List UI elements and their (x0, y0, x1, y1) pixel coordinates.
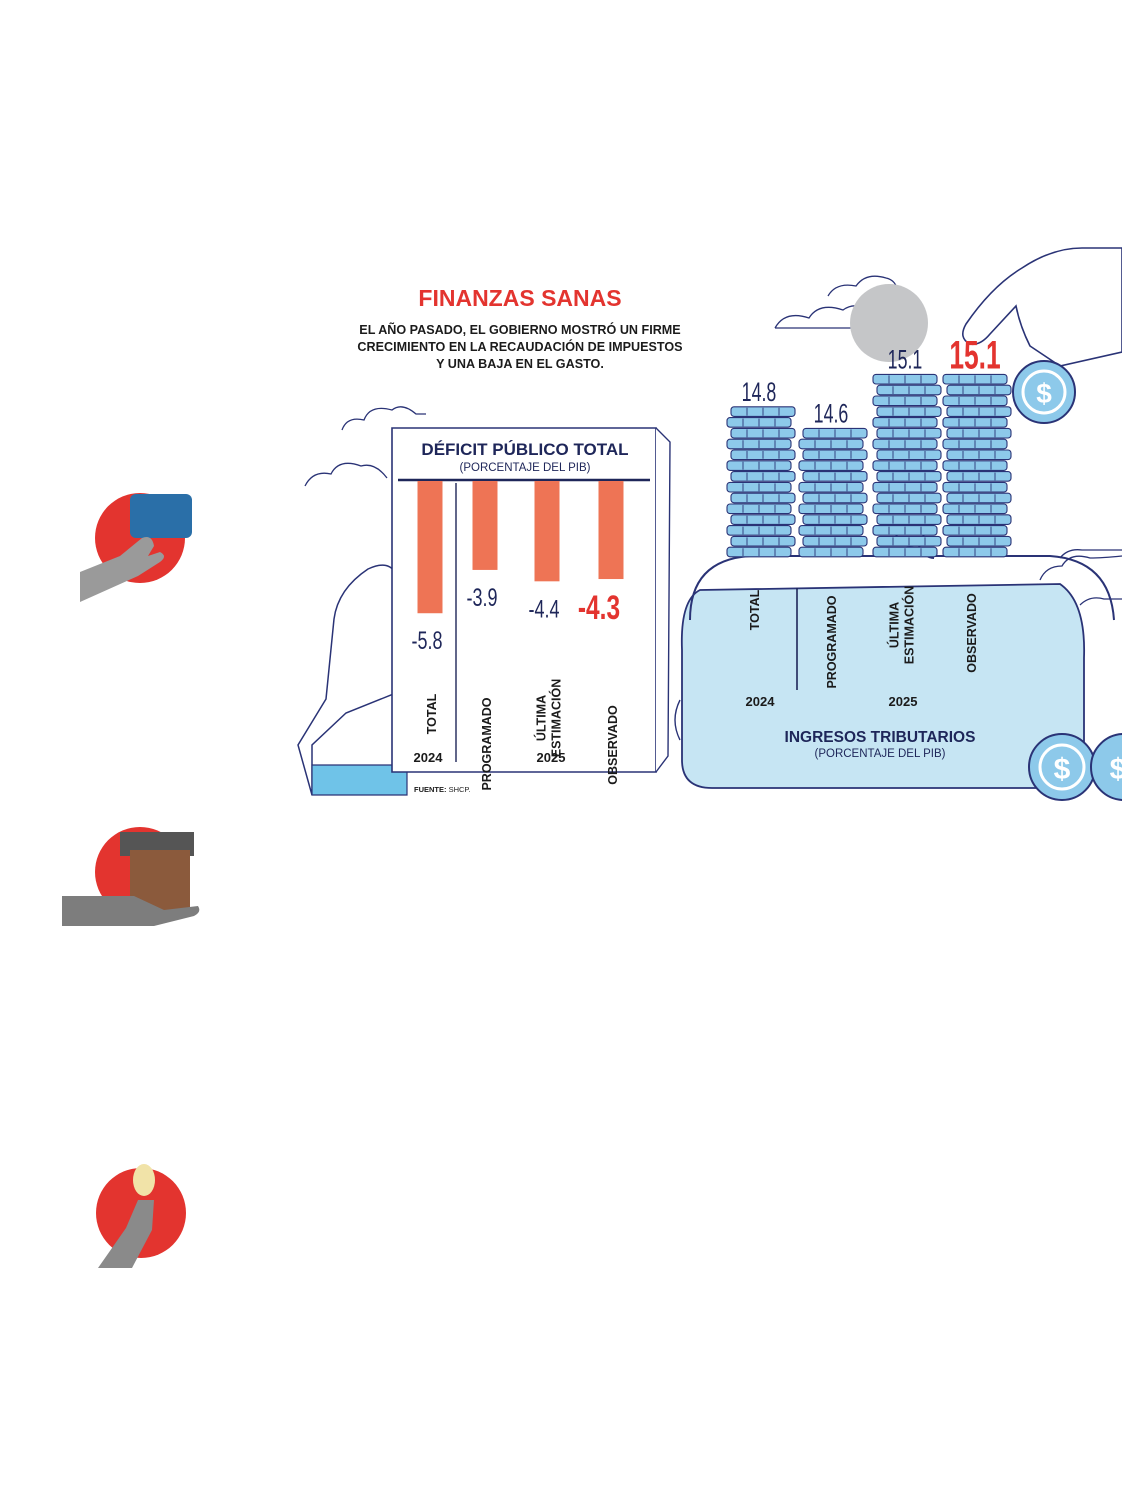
subtitle-line: EL AÑO PASADO, EL GOBIERNO MOSTRÓ UN FIR… (359, 323, 681, 337)
svg-text:$: $ (1110, 753, 1122, 786)
deficit-bar (598, 481, 624, 580)
deficit-chart-title: DÉFICIT PÚBLICO TOTAL (421, 440, 628, 459)
page-title: FINANZAS SANAS (418, 285, 622, 311)
cloud-icon (341, 406, 426, 431)
cloud-icon (1059, 549, 1122, 559)
cloud-icon (304, 462, 388, 487)
source-note: FUENTE: SHCP. (414, 785, 471, 794)
box-hand-icon (62, 827, 200, 926)
revenue-category-label: ESTIMACIÓN (902, 586, 917, 664)
deficit-category-label: TOTAL (425, 693, 439, 734)
revenue-category-label: PROGRAMADO (825, 595, 839, 688)
coin-stack (798, 427, 868, 558)
deficit-bar (417, 481, 443, 614)
deficit-chart: DÉFICIT PÚBLICO TOTAL (PORCENTAJE DEL PIB… (411, 440, 628, 794)
revenue-category-label: OBSERVADO (965, 593, 979, 673)
deficit-value-label: -3.9 (466, 583, 497, 612)
revenue-value-label: 14.6 (814, 398, 849, 429)
revenue-value-label: 15.1 (888, 344, 923, 375)
deficit-category-label: PROGRAMADO (480, 697, 494, 790)
cloud-icon (827, 275, 899, 297)
revenue-value-label: 14.8 (742, 376, 777, 407)
svg-text:$: $ (1036, 378, 1052, 409)
deficit-category-label: ÚLTIMA (534, 695, 549, 741)
deficit-value-label: -5.8 (411, 626, 442, 655)
svg-text:$: $ (1054, 753, 1071, 786)
deficit-value-label: -4.4 (528, 594, 559, 623)
revenue-chart-subtitle: (PORCENTAJE DEL PIB) (815, 748, 946, 760)
cloud-icon (1079, 597, 1122, 606)
deficit-category-label: OBSERVADO (606, 705, 620, 785)
coin-stack (942, 373, 1012, 558)
deficit-bar (534, 481, 560, 582)
background-decor (304, 275, 1122, 606)
year-label: 2024 (414, 750, 444, 765)
bulb-hand-icon (96, 1164, 186, 1268)
hand-icon (297, 564, 408, 796)
year-label: 2025 (889, 694, 918, 709)
coin-stack (726, 406, 796, 558)
deficit-value-label: -4.3 (578, 589, 620, 627)
subtitle-line: Y UNA BAJA EN EL GASTO. (436, 357, 604, 371)
page-subtitle: EL AÑO PASADO, EL GOBIERNO MOSTRÓ UN FIR… (320, 322, 720, 373)
coin-stack (872, 373, 942, 558)
hand-coin-icon: $ (962, 247, 1122, 424)
revenue-chart-title: INGRESOS TRIBUTARIOS (785, 729, 976, 746)
deficit-chart-subtitle: (PORCENTAJE DEL PIB) (460, 462, 591, 474)
card-flap (655, 427, 671, 773)
deficit-bar (472, 481, 498, 570)
deficit-category-label: ESTIMACIÓN (549, 679, 564, 757)
year-label: 2025 (537, 750, 566, 765)
revenue-category-label: ÚLTIMA (887, 602, 902, 648)
year-label: 2024 (746, 694, 776, 709)
revenue-value-label: 15.1 (949, 333, 1000, 378)
coins-icon: $ $ (1028, 733, 1122, 801)
subtitle-line: CRECIMIENTO EN LA RECAUDACIÓN DE IMPUEST… (357, 340, 683, 354)
cloud-icon (1039, 555, 1122, 581)
sun-icon (850, 284, 928, 362)
wallet-hand-icon (80, 493, 192, 602)
revenue-category-label: TOTAL (748, 589, 762, 630)
